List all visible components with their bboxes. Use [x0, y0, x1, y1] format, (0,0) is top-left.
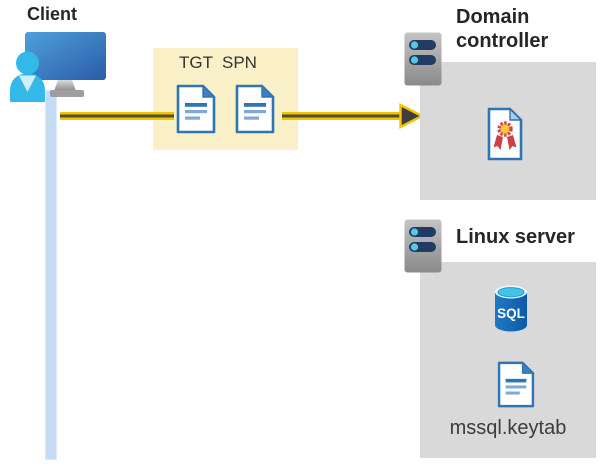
keytab-document-icon	[497, 361, 535, 408]
client-lifeline	[45, 90, 57, 460]
linux-server-title: Linux server	[456, 226, 575, 248]
request-arrow-line-right	[282, 112, 400, 120]
client-title: Client	[27, 4, 78, 24]
spn-document-icon	[235, 84, 275, 134]
tgt-document-icon	[176, 84, 216, 134]
domain-controller-server-icon	[404, 32, 442, 86]
keytab-filename-label: mssql.keytab	[449, 417, 567, 439]
person-computer-icon	[10, 32, 106, 102]
sql-icon-text: SQL	[497, 306, 525, 321]
tgt-label: TGT	[179, 53, 213, 72]
spn-label: SPN	[222, 53, 257, 72]
request-arrow-line-left	[60, 112, 174, 120]
certificate-icon	[487, 107, 523, 161]
domain-controller-title: Domain controller	[456, 6, 549, 52]
sql-database-icon: SQL	[495, 285, 527, 332]
request-arrowhead-icon	[399, 103, 424, 129]
linux-server-icon	[404, 219, 442, 273]
